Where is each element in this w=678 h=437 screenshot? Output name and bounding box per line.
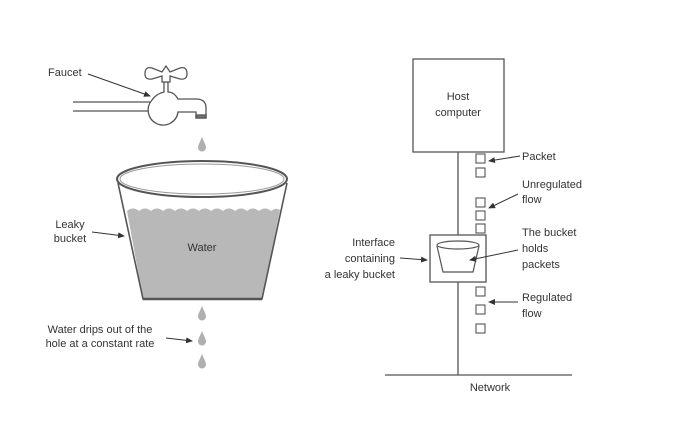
interface-label-3: a leaky bucket bbox=[325, 269, 395, 281]
water-drop-icon bbox=[198, 137, 206, 152]
interface-label-2: containing bbox=[345, 253, 395, 265]
water-drop-icon bbox=[198, 354, 206, 369]
unregulated-label-1: Unregulated bbox=[522, 179, 582, 191]
packet-icon bbox=[475, 323, 486, 334]
holds-label-2: holds bbox=[522, 243, 549, 255]
packet-icon bbox=[475, 153, 486, 164]
regulated-label-1: Regulated bbox=[522, 292, 572, 304]
leaky-bucket bbox=[116, 160, 288, 301]
packet-icon bbox=[475, 286, 486, 297]
packet-icon bbox=[475, 167, 486, 178]
packet-icon bbox=[475, 223, 486, 234]
packet-icon bbox=[475, 304, 486, 315]
regulated-label-2: flow bbox=[522, 308, 542, 320]
host-label-2: computer bbox=[435, 107, 481, 119]
packet-icon bbox=[475, 210, 486, 221]
packet-label: Packet bbox=[522, 151, 556, 163]
packet-icon bbox=[475, 197, 486, 208]
leaky-bucket-label-2: bucket bbox=[54, 233, 86, 245]
interface-label-1: Interface bbox=[352, 237, 395, 249]
water-drop-icon bbox=[198, 306, 206, 321]
packets bbox=[475, 153, 486, 334]
network-label: Network bbox=[470, 382, 511, 394]
leaky-bucket-label-1: Leaky bbox=[55, 219, 85, 231]
faucet-label: Faucet bbox=[48, 67, 82, 79]
holds-label-3: packets bbox=[522, 259, 560, 271]
host-computer-box bbox=[412, 58, 505, 153]
host-label-1: Host bbox=[447, 91, 470, 103]
holds-label-1: The bucket bbox=[522, 227, 576, 239]
water-label: Water bbox=[188, 242, 217, 254]
unregulated-label-2: flow bbox=[522, 194, 542, 206]
drip-label-2: hole at a constant rate bbox=[46, 338, 155, 350]
faucet-icon bbox=[73, 64, 207, 126]
drip-label-1: Water drips out of the bbox=[48, 324, 153, 336]
water-drop-icon bbox=[198, 331, 206, 346]
